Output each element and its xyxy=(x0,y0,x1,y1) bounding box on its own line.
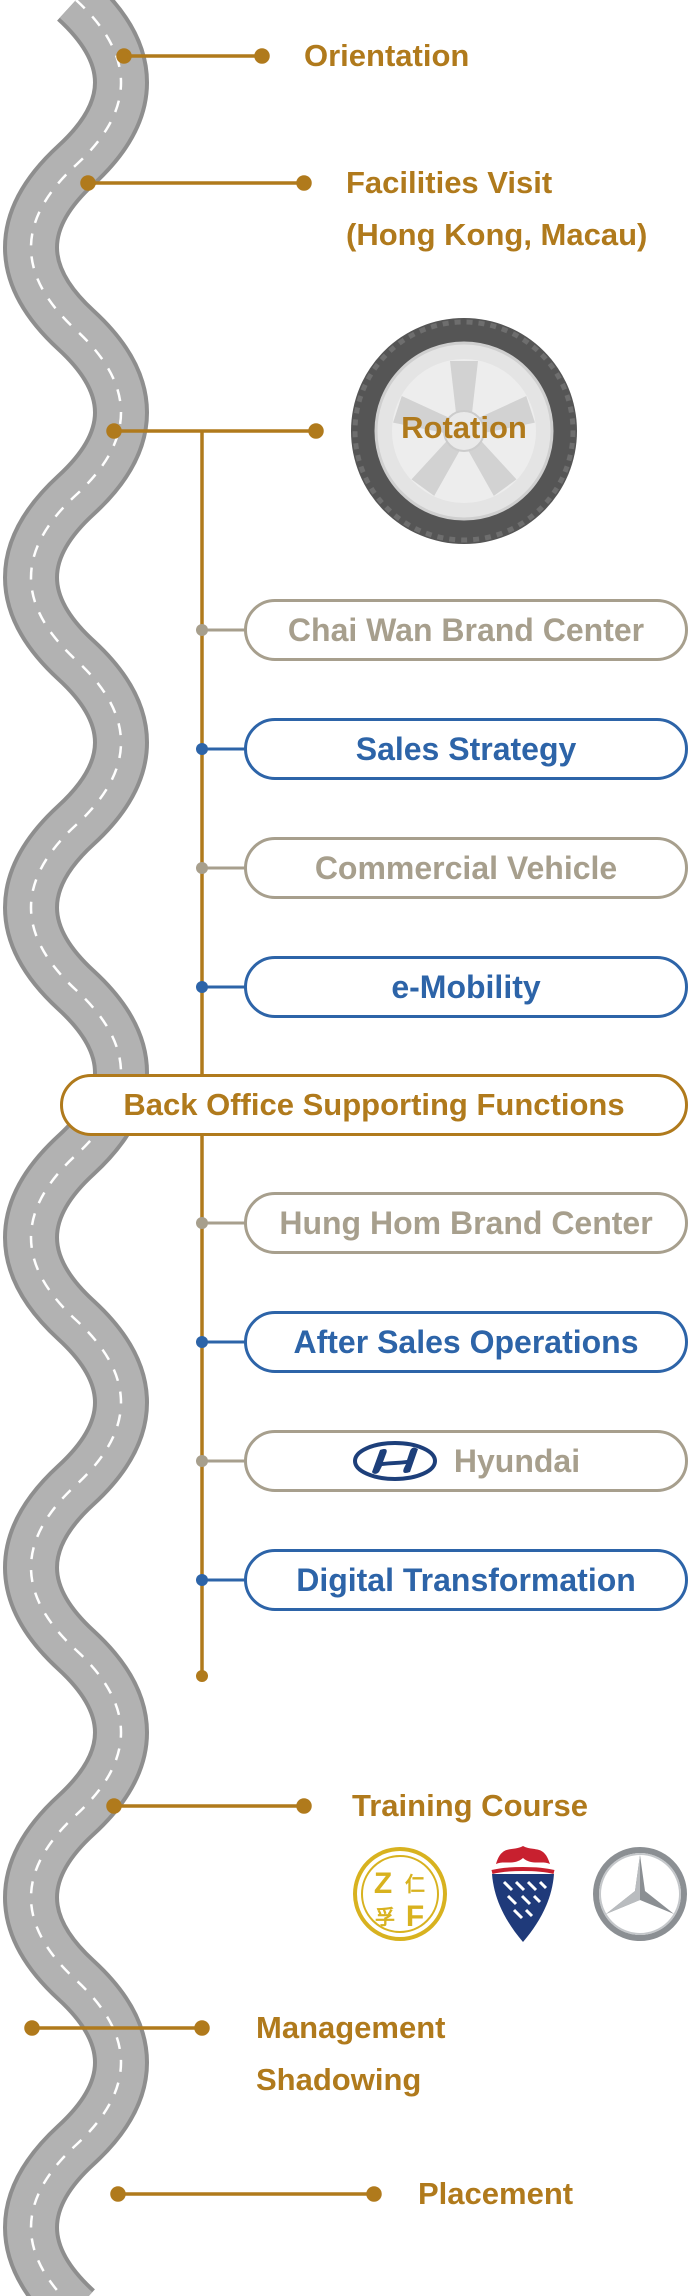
milestone-placement: Placement xyxy=(418,2176,574,2211)
svg-text:仁: 仁 xyxy=(405,1872,425,1896)
winding-road xyxy=(3,0,149,2296)
connector-orientation xyxy=(116,48,270,64)
rotation-hung-hom-brand-center: Hung Hom Brand Center xyxy=(244,1192,688,1254)
rotation-back-office-supporting-functions: Back Office Supporting Functions xyxy=(60,1074,688,1136)
pill-label: Hyundai xyxy=(453,1442,581,1479)
rotation-commercial-vehicle: Commercial Vehicle xyxy=(244,837,688,899)
milestone-shadowing: Shadowing xyxy=(256,2062,422,2097)
connector-rotation xyxy=(106,423,324,439)
mercedes-star-icon xyxy=(593,1847,687,1941)
connector-facilities xyxy=(80,175,312,191)
connector-training xyxy=(106,1798,312,1814)
tire-wheel-icon xyxy=(351,318,577,544)
pill-label: Hung Hom Brand Center xyxy=(279,1204,653,1241)
pill-label: Back Office Supporting Functions xyxy=(123,1087,625,1122)
rotation-e-mobility: e-Mobility xyxy=(244,956,688,1018)
milestone-orientation: Orientation xyxy=(304,38,470,73)
pill-label: Chai Wan Brand Center xyxy=(287,611,645,648)
connector-placement xyxy=(110,2186,382,2202)
rotation-after-sales-operations: After Sales Operations xyxy=(244,1311,688,1373)
pill-label: Sales Strategy xyxy=(355,730,577,767)
pill-label: Digital Transformation xyxy=(296,1561,636,1598)
svg-text:孚: 孚 xyxy=(375,1905,395,1929)
branch-ticks xyxy=(196,624,246,1586)
rotation-hyundai: Hyundai xyxy=(244,1430,688,1492)
connector-management xyxy=(24,2020,210,2036)
svg-text:F: F xyxy=(406,1900,424,1933)
hyundai-logo-icon xyxy=(352,1441,437,1481)
pill-label: Commercial Vehicle xyxy=(314,849,618,886)
rotation-branch xyxy=(196,431,246,1682)
zf-logo-icon: Z 仁 孚 F xyxy=(353,1847,447,1941)
milestone-training-course: Training Course xyxy=(352,1788,588,1823)
rotation-chai-wan-brand-center: Chai Wan Brand Center xyxy=(244,599,688,661)
svg-text:Z: Z xyxy=(374,1867,392,1900)
rotation-sales-strategy: Sales Strategy xyxy=(244,718,688,780)
milestone-facilities-location: (Hong Kong, Macau) xyxy=(346,217,648,252)
milestone-facilities-visit: Facilities Visit xyxy=(346,165,553,200)
pill-label: e-Mobility xyxy=(391,968,541,1005)
milestone-connectors xyxy=(24,48,382,2202)
milestone-management: Management xyxy=(256,2010,446,2045)
milestone-rotation: Rotation xyxy=(401,410,527,445)
rotation-digital-transformation: Digital Transformation xyxy=(244,1549,688,1611)
pill-label: After Sales Operations xyxy=(293,1323,639,1360)
thistle-crest-icon xyxy=(491,1846,555,1942)
